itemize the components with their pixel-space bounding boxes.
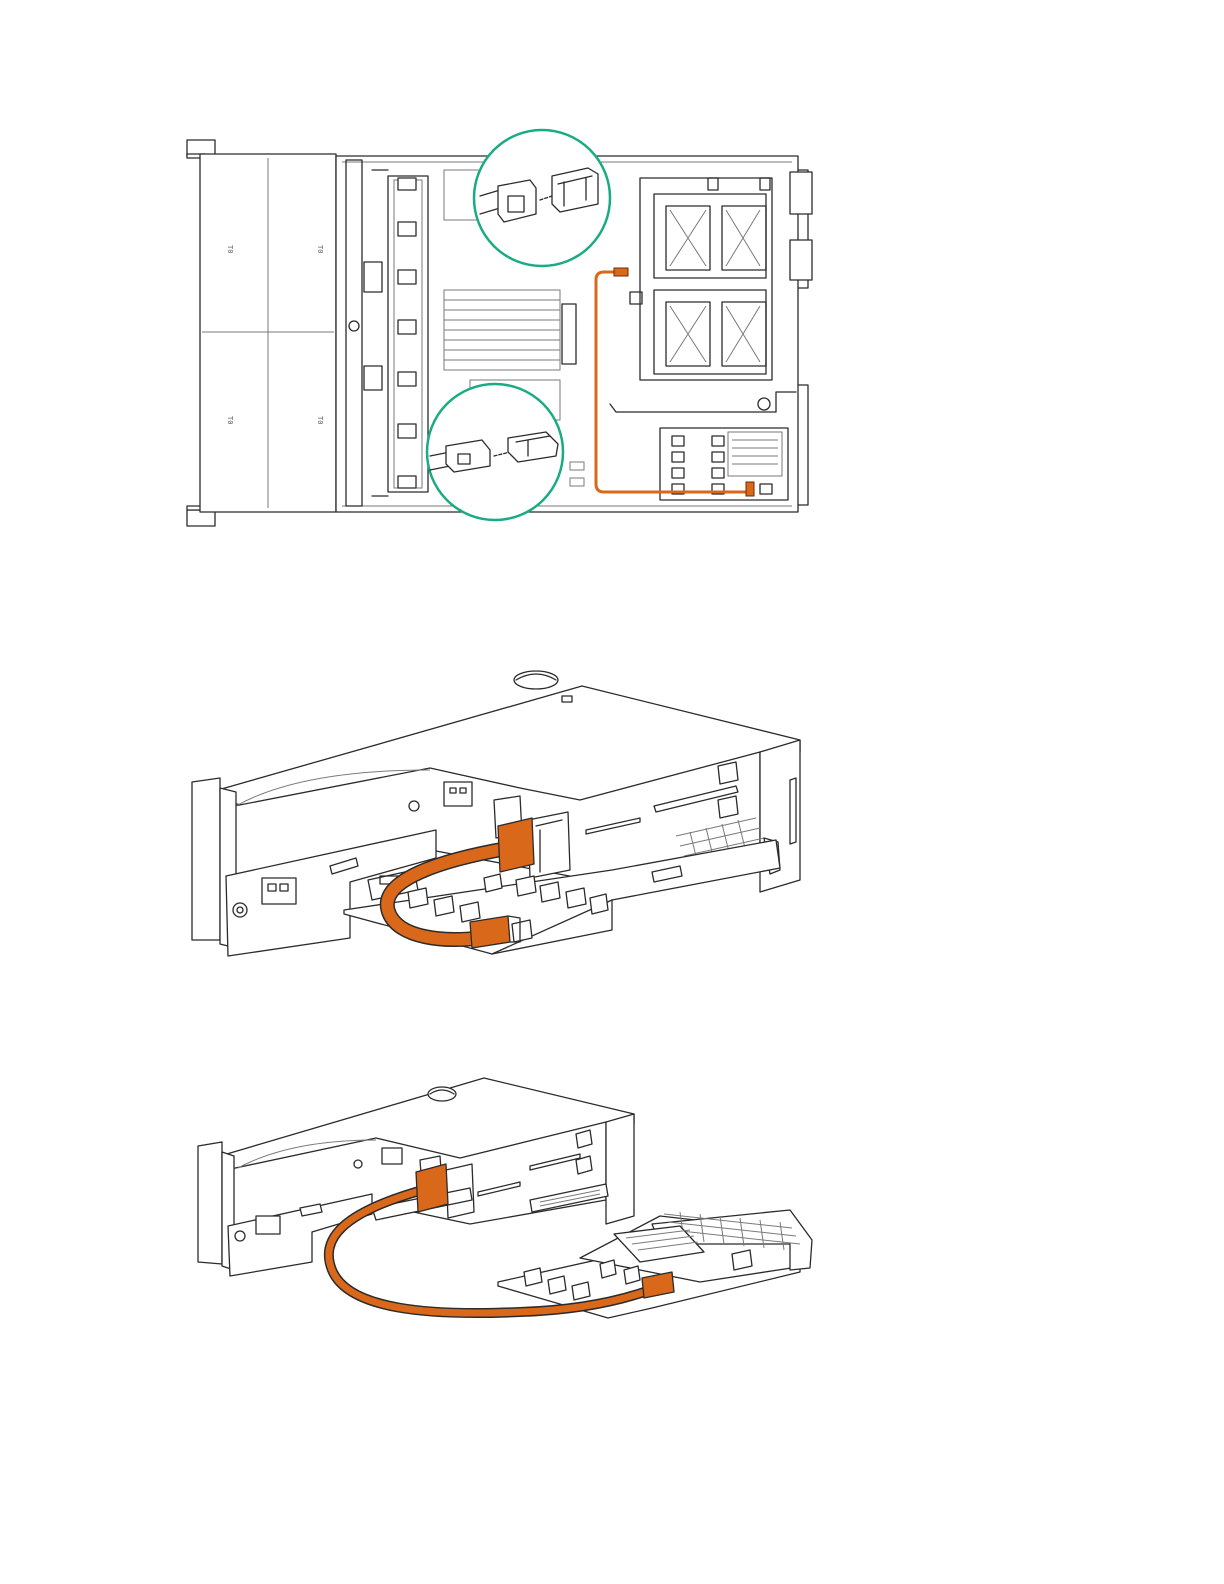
controller-card <box>498 1210 812 1318</box>
riser-cage-cabled <box>192 671 800 956</box>
svg-text:T0: T0 <box>226 416 234 424</box>
controller-board <box>660 428 788 500</box>
server-top-view: T0 T0 T0 T0 <box>187 130 812 526</box>
connector-detail-bottom <box>427 384 563 520</box>
svg-text:T0: T0 <box>316 416 324 424</box>
riser-cage-to-controller <box>198 1078 812 1318</box>
svg-text:T0: T0 <box>316 245 324 253</box>
connector-detail-top <box>474 130 610 266</box>
drive-bay: T0 T0 T0 T0 <box>200 154 336 512</box>
svg-text:T0: T0 <box>226 245 234 253</box>
